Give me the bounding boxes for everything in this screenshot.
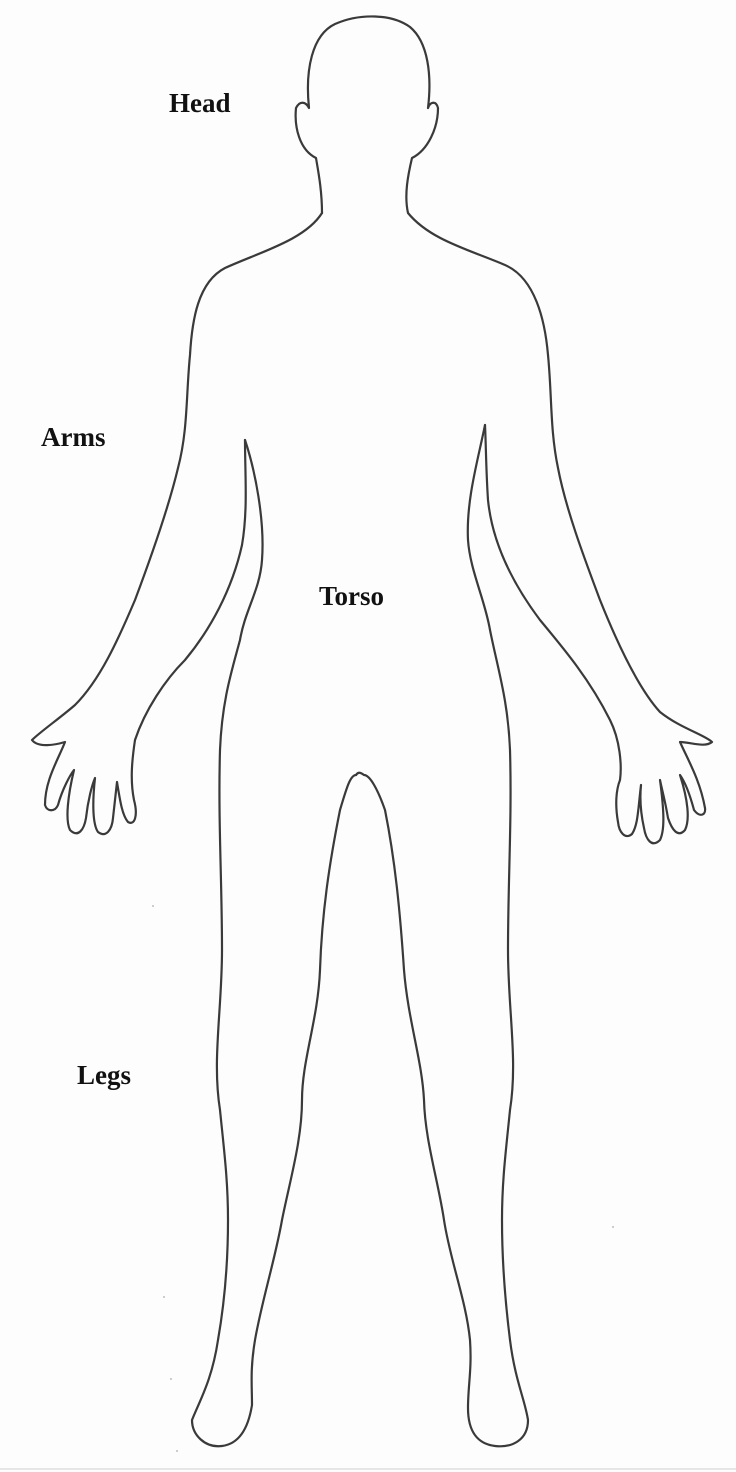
body-outline-left-lower <box>190 438 358 1448</box>
label-arms: Arms <box>41 422 106 452</box>
scan-speck <box>170 1378 172 1380</box>
scan-speck <box>612 1226 614 1228</box>
label-legs: Legs <box>77 1060 131 1090</box>
body-outline-right-upper <box>30 211 324 836</box>
page-bottom-edge <box>0 1468 736 1470</box>
scan-speck <box>176 1450 178 1452</box>
scan-speck <box>152 905 154 907</box>
body-outline-right-lower <box>354 423 530 1448</box>
label-head: Head <box>169 88 231 118</box>
label-torso: Torso <box>319 581 385 611</box>
scan-speck <box>163 1296 165 1298</box>
body-outline-left-upper <box>294 15 714 845</box>
